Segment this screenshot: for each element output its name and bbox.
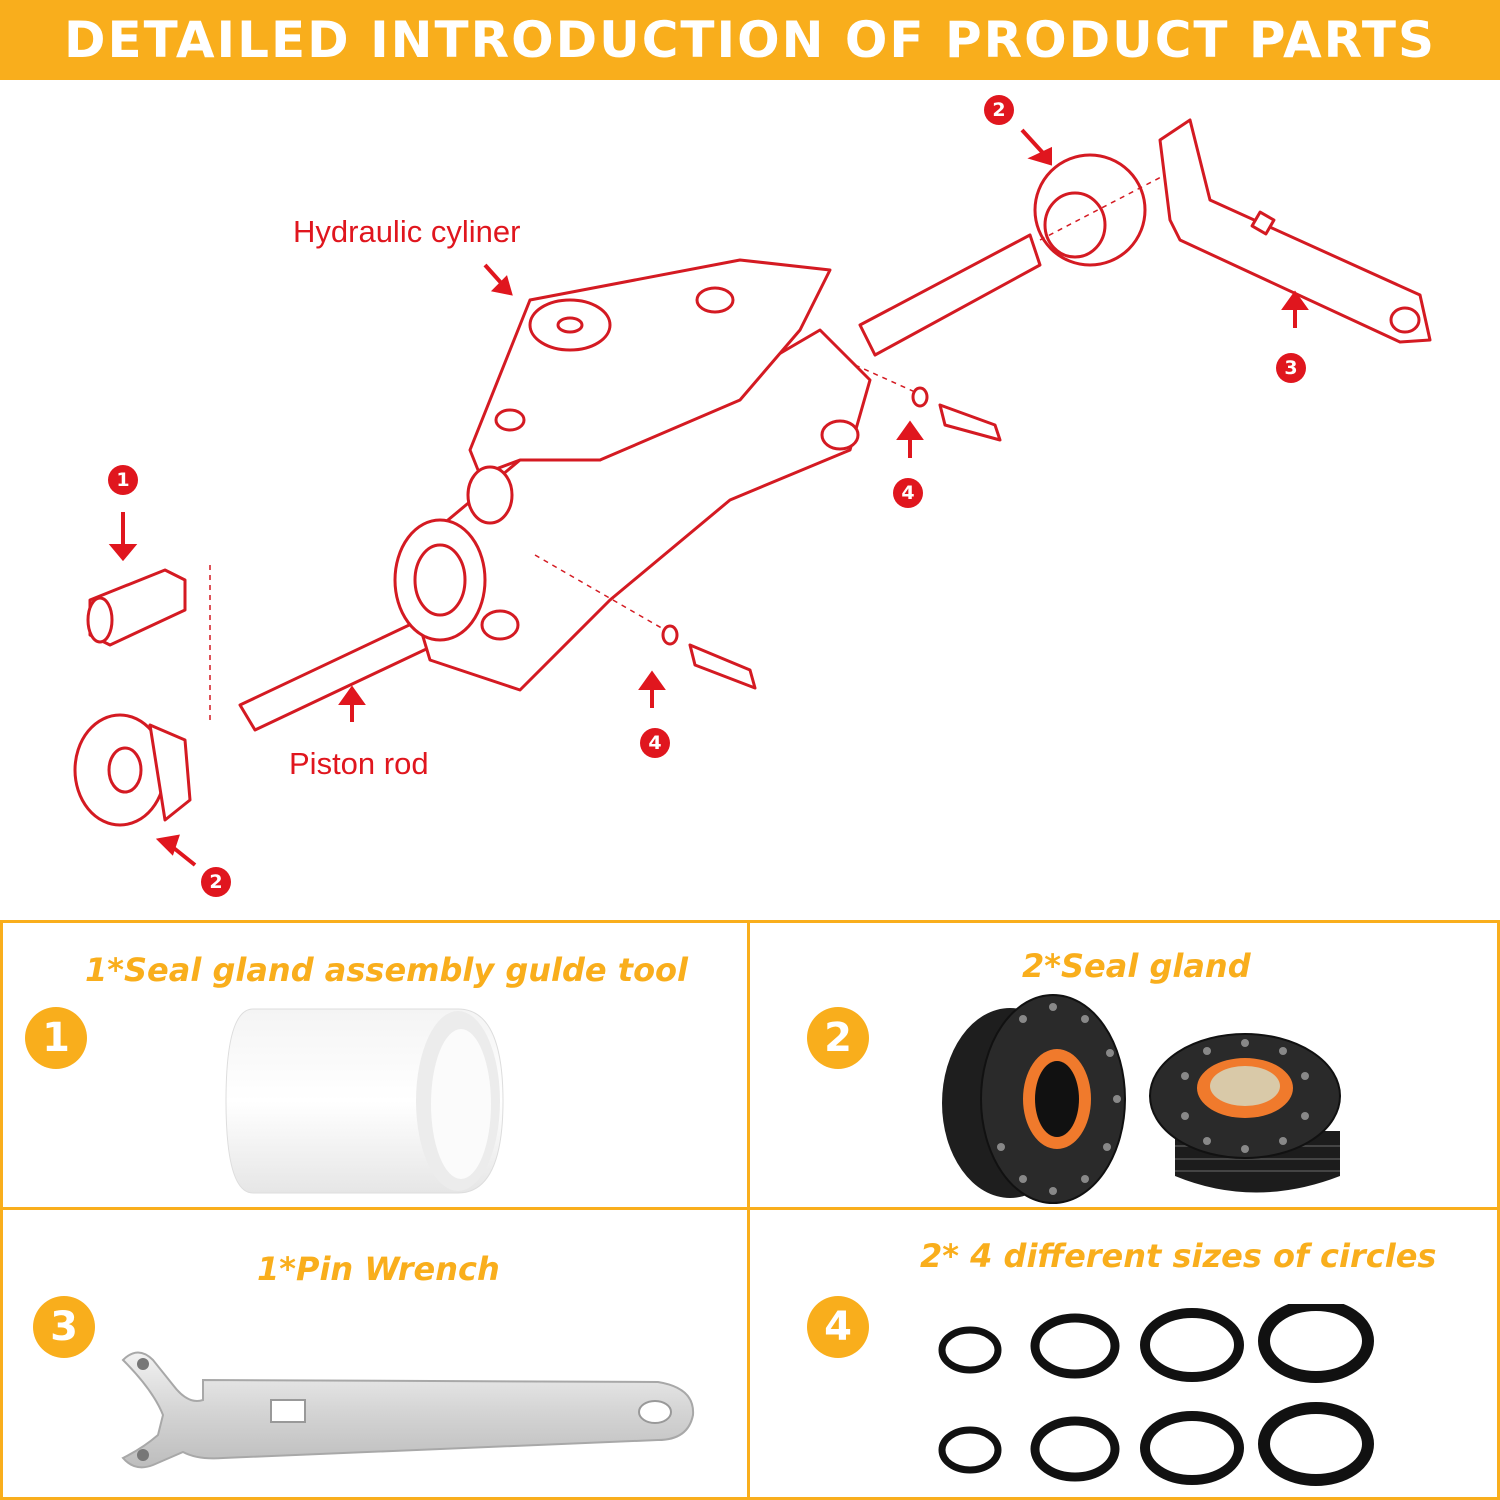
parts-grid: 1*Seal gland assembly gulde tool 1 2*Sea… — [0, 920, 1500, 1500]
part-number-badge: 3 — [33, 1296, 95, 1358]
page-title: DETAILED INTRODUCTION OF PRODUCT PARTS — [63, 11, 1437, 69]
seal-gland-image — [942, 994, 1341, 1204]
marker-2-left: 2 — [201, 867, 231, 897]
part-title-pin-wrench: 1*Pin Wrench — [257, 1250, 500, 1288]
label-piston-rod: Piston rod — [289, 746, 429, 781]
header-banner: DETAILED INTRODUCTION OF PRODUCT PARTS — [0, 0, 1500, 80]
marker-3: 3 — [1276, 353, 1306, 383]
part-number-badge: 2 — [807, 1007, 869, 1069]
part-cell-pin-wrench: 1*Pin Wrench 3 — [0, 1207, 750, 1500]
part-cell-guide-tool: 1*Seal gland assembly gulde tool 1 — [0, 920, 750, 1210]
part-title-o-rings: 2* 4 different sizes of circles — [920, 1237, 1437, 1275]
marker-2-right: 2 — [984, 95, 1014, 125]
guide-tool-image — [225, 1008, 504, 1194]
cylinder-illustration — [73, 118, 1432, 867]
part-cell-o-rings: 2* 4 different sizes of circles 4 — [747, 1207, 1500, 1500]
part-title-guide-tool: 1*Seal gland assembly gulde tool — [85, 951, 688, 989]
part-cell-seal-gland: 2*Seal gland 2 — [747, 920, 1500, 1210]
label-hydraulic-cylinder: Hydraulic cyliner — [293, 214, 521, 249]
marker-4-lower: 4 — [640, 728, 670, 758]
part-title-seal-gland: 2*Seal gland — [1022, 947, 1251, 985]
part-number-badge: 1 — [25, 1007, 87, 1069]
exploded-diagram: Hydraulic cyliner Piston rod 1 2 2 3 4 4 — [0, 80, 1500, 920]
o-rings-image — [938, 1304, 1374, 1486]
part-number-badge: 4 — [807, 1296, 869, 1358]
marker-1: 1 — [108, 465, 138, 495]
pin-wrench-image — [121, 1351, 695, 1469]
marker-4-upper: 4 — [893, 478, 923, 508]
